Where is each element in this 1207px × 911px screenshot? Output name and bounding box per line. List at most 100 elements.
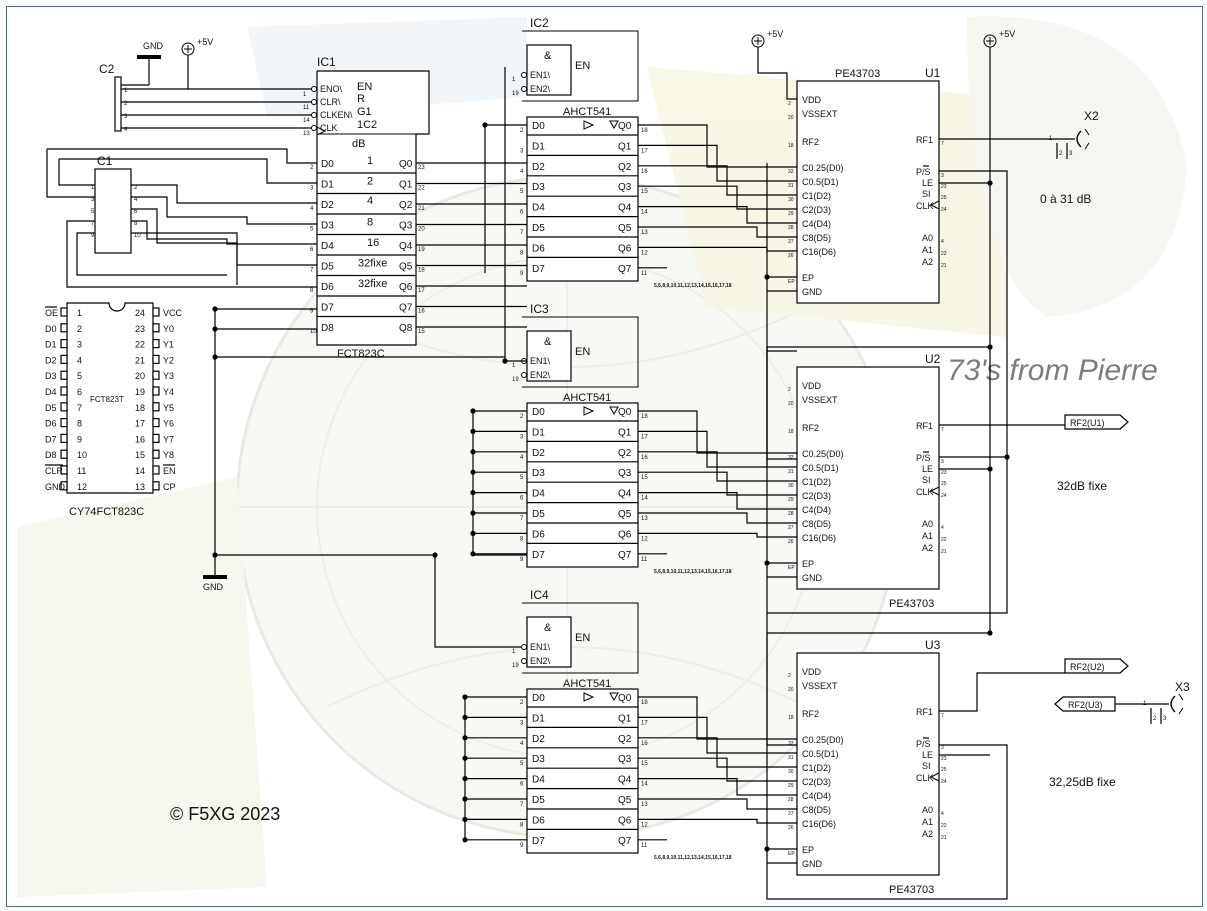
buffer-input-name: D7	[532, 550, 545, 561]
buffer-input-name: D6	[532, 243, 545, 254]
pinout-right-number: 20	[135, 371, 145, 381]
pinout-right-number: 21	[135, 355, 145, 365]
c1-pin-number: 5	[91, 209, 95, 215]
attenuator-left-pin: C2(D3)	[802, 491, 831, 501]
attenuator-left-pin: VDD	[802, 381, 822, 391]
attenuator-right-pin: SI	[922, 475, 931, 485]
attenuator-ref: U2	[925, 352, 941, 366]
pinout-pin	[60, 465, 68, 475]
attenuator-left-pin-number: 28	[788, 225, 794, 231]
buffer-input-number: 3	[520, 148, 524, 154]
pinout-pin	[60, 386, 68, 396]
c2-pin-number: 2	[124, 101, 128, 107]
inversion-bubble	[521, 658, 527, 664]
buffer-output-number: 17	[641, 434, 648, 440]
ic1-output-number: 15	[418, 329, 425, 335]
attenuator-right-pin: A2	[922, 257, 933, 267]
vcc-symbol-u1: +5V	[751, 29, 783, 48]
ic1-input-number: 8	[310, 288, 314, 294]
wire	[667, 532, 797, 538]
pinout-pin	[152, 323, 160, 333]
ic1-input-name: D4	[321, 241, 334, 252]
junction-dot	[462, 776, 468, 782]
pinout-right-number: 22	[135, 340, 145, 350]
buffer-en-pin: EN1\	[530, 642, 551, 652]
attenuator-right-pin-number: 3	[941, 459, 944, 465]
buffer-output-name: Q1	[618, 713, 632, 724]
ic1-input-name: D2	[321, 200, 334, 211]
attenuator-left-pin-number: 30	[788, 769, 794, 775]
attenuator-right-pin-number: 25	[941, 481, 947, 487]
junction-dot	[462, 755, 468, 761]
attenuator-right-pin: A0	[922, 233, 933, 243]
interconnect-wiring	[46, 47, 1169, 900]
attenuator-left-pin: GND	[802, 859, 823, 869]
ic1-input-name: D6	[321, 282, 334, 293]
attenuator-left-pin-number: 27	[788, 525, 794, 531]
buffer-output-number: 18	[641, 414, 648, 420]
c2-pin-number: 4	[124, 127, 128, 133]
wire	[667, 818, 797, 824]
buffer-output-number: 14	[641, 496, 648, 502]
buffer-output-name: Q1	[618, 427, 632, 438]
buffer-output-number: 15	[641, 761, 648, 767]
pinout-left-number: 3	[77, 340, 82, 350]
vcc-label-ic1: +5V	[197, 37, 213, 47]
ic1-input-number: 6	[310, 247, 314, 253]
vcc-label-u1: +5V	[767, 29, 783, 39]
attenuator-right-pin-number: 24	[941, 779, 947, 785]
ic1-ctrl-pin-number: 13	[303, 131, 310, 137]
attenuator-left-pin: C4(D4)	[802, 505, 831, 515]
buffer-input-number: 6	[520, 782, 524, 788]
junction-dot	[764, 846, 770, 852]
pinout-right-number: 24	[135, 308, 145, 318]
tristate-triangle	[609, 120, 619, 130]
connector-pin-number: 3	[1069, 151, 1073, 157]
ic1-output-name: Q3	[399, 221, 413, 232]
junction-dot	[987, 630, 993, 636]
attenuator-left-pin-number: 27	[788, 811, 794, 817]
ic1-output-number: 19	[418, 247, 425, 253]
buffer-input-name: D4	[532, 489, 545, 500]
buffer-output-number: 12	[641, 536, 648, 542]
attenuator-right-pin: CLK	[916, 201, 934, 211]
pinout-pin	[152, 386, 160, 396]
attenuator-left-pin-number: 29	[788, 497, 794, 503]
attenuator-left-pin: C4(D4)	[802, 791, 831, 801]
buffer-en-pin-number: 19	[512, 91, 519, 97]
buffer-output-number: 13	[641, 516, 648, 522]
and-symbol: &	[544, 50, 552, 62]
c1-pin-number: 2	[134, 185, 138, 191]
buffer-and-block	[526, 330, 572, 382]
buffer-output-number: 11	[641, 557, 648, 563]
ic1-ctrl-label: G1	[357, 106, 372, 118]
pinout-right-signal: Y3	[163, 371, 174, 381]
buffer-output-number: 11	[641, 843, 648, 849]
pinout-left-signal: GND	[45, 482, 66, 492]
junction-dot	[212, 306, 218, 312]
buffer-data-block	[526, 688, 639, 854]
wire	[667, 512, 797, 524]
pinout-left-signal: D3	[45, 371, 57, 381]
pinout-left-signal: D2	[45, 355, 57, 365]
attenuator-left-pin-number: 2	[788, 673, 791, 679]
pinout-left-signal: D6	[45, 419, 57, 429]
buffer-input-name: D4	[532, 203, 545, 214]
buffer-en-pin-number: 19	[512, 377, 519, 383]
attenuator-right-pin-number: 4	[941, 239, 944, 245]
junction-dot	[470, 408, 476, 414]
attenuator-left-pin: C16(D6)	[802, 247, 836, 257]
attenuator-right-pin-number: 25	[941, 195, 947, 201]
pinout-right-signal: Y6	[163, 419, 174, 429]
ic1-input-number: 5	[310, 227, 314, 233]
buffer-and-block	[526, 616, 572, 668]
junction-dot	[432, 552, 438, 558]
attenuator-left-pin: C8(D5)	[802, 805, 831, 815]
buffer-part: AHCT541	[563, 392, 611, 404]
pinout-right-signal: CP	[163, 482, 176, 492]
note-u1-range: 0 à 31 dB	[1040, 192, 1091, 206]
attenuator-left-pin: C4(D4)	[802, 219, 831, 229]
buffer-input-name: D1	[532, 141, 545, 152]
attenuator-left-pin: C1(D2)	[802, 191, 831, 201]
buffer-input-name: D0	[532, 693, 545, 704]
